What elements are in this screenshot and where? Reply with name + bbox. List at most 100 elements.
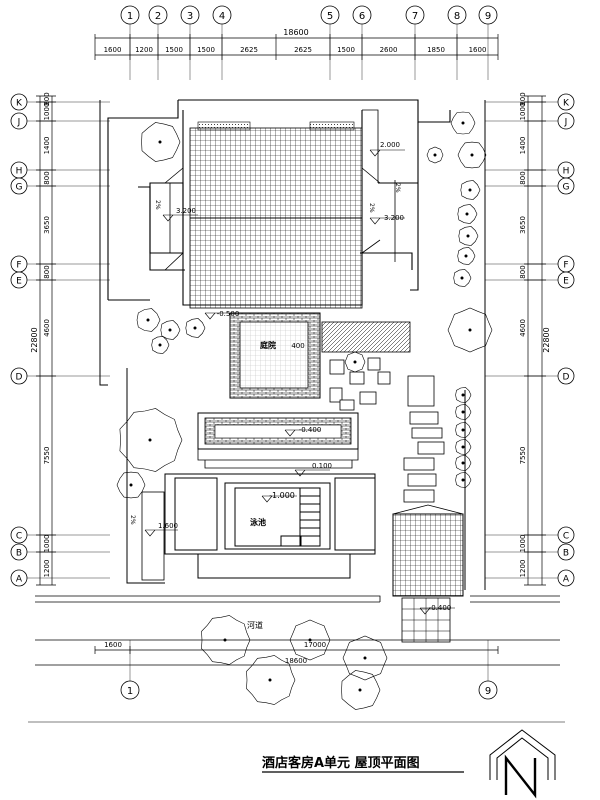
elevation-neg0400-mid: -0.400: [299, 426, 322, 434]
top-dimension-value: 1200: [135, 46, 153, 54]
top-dimension-value: 1500: [197, 46, 215, 54]
side-dimension-value: 1400: [519, 137, 527, 155]
grid-row-label: K: [563, 99, 570, 109]
grid-row-label: A: [16, 575, 23, 585]
grid-row-label: A: [563, 575, 570, 585]
elevation-3200-right: 3.200: [384, 214, 404, 222]
right-dimension-chain: [527, 96, 543, 585]
site-boundary: [99, 100, 486, 590]
slope-mark: 2%: [394, 183, 401, 193]
grid-column-label: 1: [127, 11, 133, 22]
top-dimension-value: 1500: [165, 46, 183, 54]
grid-row-label: E: [563, 277, 569, 287]
paved-terrace: [321, 321, 411, 353]
roof-planters: [197, 121, 355, 131]
side-dimension-value: 800: [43, 265, 51, 278]
elevation-1600: 1.600: [158, 522, 178, 530]
stepping-stones: [329, 357, 445, 503]
pool-building: [164, 473, 376, 579]
grid-row-label: B: [16, 549, 22, 559]
grid-column-label: 8: [454, 11, 460, 22]
courtyard-label: 庭院: [260, 340, 276, 350]
side-dimension-value: 3650: [43, 216, 51, 234]
grid-row-label: J: [17, 118, 21, 128]
top-dimension-value: 1600: [469, 46, 487, 54]
side-dimension-value: 1000: [519, 103, 527, 121]
side-dimension-value: 7550: [43, 447, 51, 465]
grid-row-label: B: [563, 549, 569, 559]
side-stair: [141, 491, 165, 581]
grid-row-label: G: [563, 183, 570, 193]
grid-column-label: 6: [359, 11, 365, 22]
elevation-courtyard: 400: [291, 342, 304, 350]
right-grid-bubbles: KJ HG FE D CB A: [557, 93, 575, 587]
top-dimension-value: 1600: [104, 46, 122, 54]
grid-column-label: 9: [485, 11, 491, 22]
side-dimension-value: 1000: [43, 535, 51, 553]
grid-row-label: H: [16, 167, 23, 177]
grid-row-label: C: [563, 532, 569, 542]
grid-row-label: G: [16, 183, 23, 193]
grid-row-label: J: [564, 118, 568, 128]
side-dimension-value: 1000: [43, 103, 51, 121]
top-dimension-value: 2625: [240, 46, 258, 54]
left-dimension-total: 22800: [30, 327, 39, 352]
slope-mark: 2%: [154, 200, 161, 210]
top-dimension-value: 2600: [380, 46, 398, 54]
bottom-dimension-total: 18600: [285, 657, 307, 665]
grid-row-label: H: [563, 167, 570, 177]
grid-column-label: 1: [127, 686, 133, 697]
wing-roofs: [164, 109, 396, 271]
left-dimension-chain: [39, 96, 53, 585]
side-dimension-value: 800: [43, 171, 51, 184]
bottom-dimension-middle: 17000: [304, 641, 326, 649]
landscape-trees: [116, 111, 493, 710]
side-dimension-value: 4600: [519, 319, 527, 337]
bottom-dimension-left: 1600: [104, 641, 122, 649]
slope-mark: 2%: [368, 203, 375, 213]
side-dimension-value: 800: [43, 92, 51, 105]
elevation-2000: 2.000: [380, 141, 400, 149]
bottom-dimension-chain: [94, 646, 499, 654]
top-dimension-value: 2625: [294, 46, 312, 54]
grid-row-label: F: [563, 261, 568, 271]
right-dimension-total: 22800: [542, 327, 551, 352]
grid-row-label: C: [16, 532, 22, 542]
grid-column-label: 5: [327, 11, 333, 22]
side-dimension-value: 800: [519, 171, 527, 184]
side-dimension-value: 7550: [519, 447, 527, 465]
slope-mark: 2%: [129, 515, 136, 525]
grid-row-label: F: [16, 261, 21, 271]
river-label: 河道: [247, 620, 263, 630]
grid-row-label: D: [563, 373, 570, 383]
elevation-neg0400-bottom: -0.400: [429, 604, 452, 612]
side-dimension-value: 4600: [43, 319, 51, 337]
river-bank: [35, 595, 560, 666]
side-dimension-value: 1200: [519, 560, 527, 578]
pool-label: 泳池: [250, 517, 266, 527]
grid-column-label: 7: [412, 11, 418, 22]
elevation-0100: 0.100: [312, 462, 332, 470]
grid-column-label: 4: [219, 11, 225, 22]
elevation-neg1000: -1.000: [269, 491, 295, 500]
top-dimension-value: 1850: [427, 46, 445, 54]
side-dimension-value: 1000: [519, 535, 527, 553]
grid-row-label: K: [16, 99, 23, 109]
side-dimension-value: 1200: [43, 560, 51, 578]
drawing-title: 酒店客房A单元 屋顶平面图: [262, 755, 420, 771]
north-arrow-icon: [489, 729, 556, 799]
side-dimension-value: 1400: [43, 137, 51, 155]
top-dimension-total: 18600: [283, 28, 308, 37]
top-dimension-value: 1500: [337, 46, 355, 54]
top-dimension-segments: 1600 1200 1500 1500 2625 2625 1500 2600 1850 1600: [104, 46, 487, 54]
tiled-pavilion: [392, 513, 464, 597]
grid-column-label: 3: [187, 11, 193, 22]
elevation-neg0500: -0.500: [217, 310, 240, 318]
side-dimension-value: 800: [519, 265, 527, 278]
elevation-3200-left: 3.200: [176, 207, 196, 215]
